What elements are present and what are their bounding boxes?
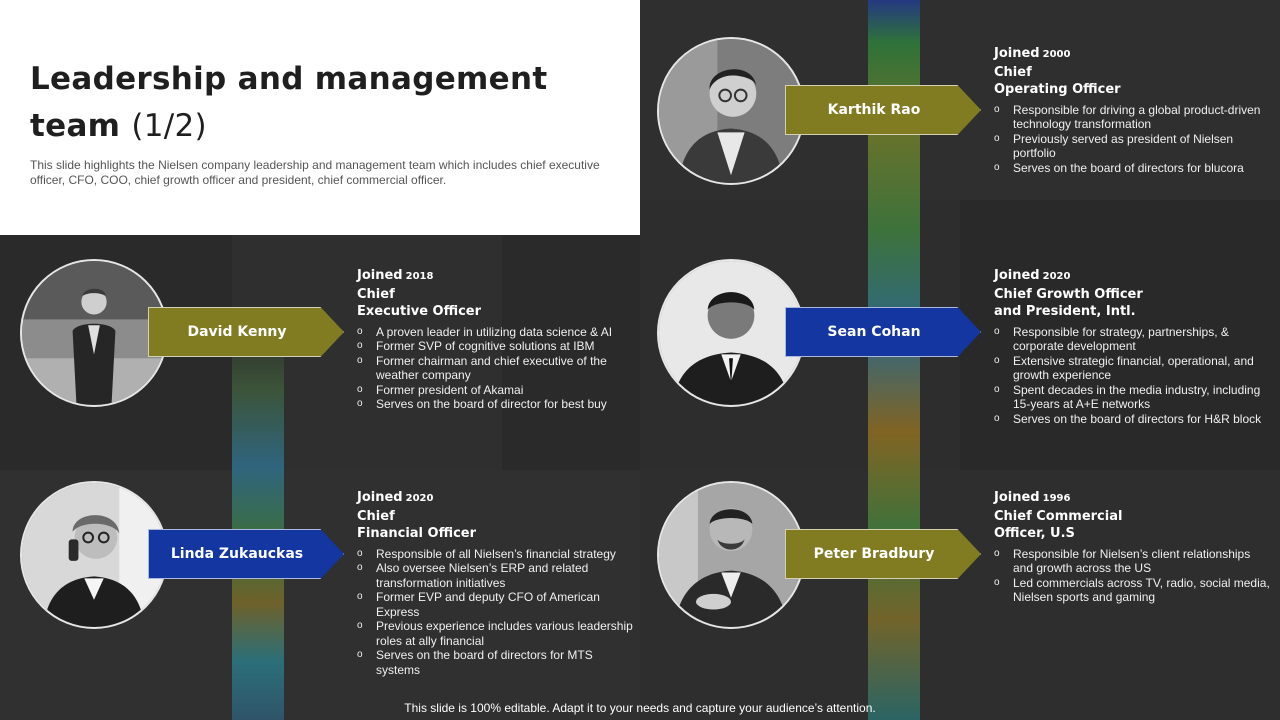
person-photo-icon <box>22 483 166 627</box>
role-title: Officer, U.S <box>994 526 1075 541</box>
person-photo-icon <box>659 39 803 183</box>
role-title: Chief Growth Officer <box>994 286 1143 302</box>
footer-note: This slide is 100% editable. Adapt it to… <box>404 701 876 715</box>
role-title: Executive Officer <box>357 304 482 319</box>
decorative-stripe <box>232 330 284 720</box>
list-item: Serves on the board of director for best… <box>357 397 635 412</box>
person-name: David Kenny <box>187 324 287 340</box>
list-item: Former chairman and chief executive of t… <box>357 354 635 383</box>
bullet-list: Responsible for Nielsen’s client relatio… <box>994 547 1272 605</box>
list-item: Led commercials across TV, radio, social… <box>994 576 1272 605</box>
list-item: Previous experience includes various lea… <box>357 619 635 648</box>
title-text: Leadership and management team <box>30 61 548 144</box>
name-label-david-kenny: David Kenny <box>148 307 344 357</box>
portrait-peter-bradbury <box>657 481 805 629</box>
person-photo-icon <box>22 261 166 405</box>
role-title: Chief Commercial <box>994 508 1123 524</box>
list-item: Spent decades in the media industry, inc… <box>994 383 1272 412</box>
list-item: Also oversee Nielsen’s ERP and related t… <box>357 561 635 590</box>
role-title: and President, Intl. <box>994 304 1136 319</box>
list-item: Responsible of all Nielsen’s financial s… <box>357 547 635 562</box>
name-label-karthik-rao: Karthik Rao <box>785 85 981 135</box>
person-name: Peter Bradbury <box>813 546 935 562</box>
portrait-david-kenny <box>20 259 168 407</box>
list-item: Former president of Akamai <box>357 383 635 398</box>
bullet-list: A proven leader in utilizing data scienc… <box>357 325 635 412</box>
name-label-linda-zukauckas: Linda Zukauckas <box>148 529 344 579</box>
list-item: A proven leader in utilizing data scienc… <box>357 325 635 340</box>
bullet-list: Responsible for driving a global product… <box>994 103 1272 176</box>
list-item: Extensive strategic financial, operation… <box>994 354 1272 383</box>
portrait-sean-cohan <box>657 259 805 407</box>
list-item: Serves on the board of directors for H&R… <box>994 412 1272 427</box>
list-item: Previously served as president of Nielse… <box>994 132 1272 161</box>
list-item: Responsible for strategy, partnerships, … <box>994 325 1272 354</box>
portrait-linda-zukauckas <box>20 481 168 629</box>
person-photo-icon <box>659 261 803 405</box>
page-title: Leadership and management team (1/2) <box>30 56 590 150</box>
bullet-list: Responsible for strategy, partnerships, … <box>994 325 1272 427</box>
person-name: Sean Cohan <box>827 324 921 340</box>
name-label-peter-bradbury: Peter Bradbury <box>785 529 981 579</box>
page-description: This slide highlights the Nielsen compan… <box>30 158 600 187</box>
role-title: Financial Officer <box>357 526 477 541</box>
name-label-sean-cohan: Sean Cohan <box>785 307 981 357</box>
title-card: Leadership and management team (1/2) Thi… <box>0 0 640 235</box>
person-photo-icon <box>659 483 803 627</box>
list-item: Serves on the board of directors for MTS… <box>357 648 635 677</box>
person-name: Linda Zukauckas <box>170 546 304 562</box>
list-item: Responsible for driving a global product… <box>994 103 1272 132</box>
role-title: Chief <box>994 64 1032 80</box>
person-name: Karthik Rao <box>827 102 921 118</box>
list-item: Responsible for Nielsen’s client relatio… <box>994 547 1272 576</box>
role-title: Chief <box>357 286 395 302</box>
list-item: Former SVP of cognitive solutions at IBM <box>357 339 635 354</box>
role-title: Operating Officer <box>994 82 1121 97</box>
list-item: Serves on the board of directors for blu… <box>994 161 1272 176</box>
bullet-list: Responsible of all Nielsen’s financial s… <box>357 547 635 678</box>
role-title: Chief <box>357 508 395 524</box>
portrait-karthik-rao <box>657 37 805 185</box>
list-item: Former EVP and deputy CFO of American Ex… <box>357 590 635 619</box>
page-indicator: (1/2) <box>131 108 207 144</box>
